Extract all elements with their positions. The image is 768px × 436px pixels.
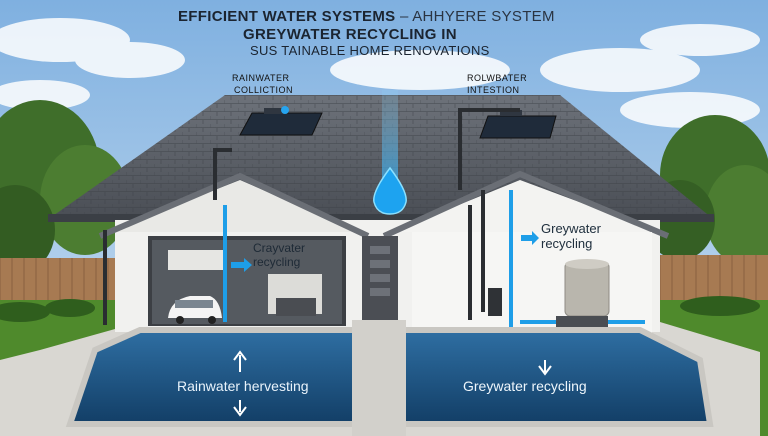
headline-line3: SUS TAINABLE HOME RENOVATIONS [250, 43, 490, 58]
label-roofwater: ROLWBATER [467, 73, 528, 83]
label-rainwater-harvesting: Rainwater hervesting [177, 378, 309, 394]
label-rainwater: RAINWATER [232, 73, 290, 83]
label-garage-recycling: Crayvater recycling [253, 241, 305, 269]
shrubs [0, 296, 760, 322]
pipes [103, 108, 520, 325]
headline-line1: EFFICIENT WATER SYSTEMS – AHHYERE SYSTEM [178, 8, 555, 25]
pool-left [70, 330, 360, 424]
car [168, 296, 222, 324]
garage-line2: recycling [253, 255, 301, 269]
arrows [233, 350, 552, 417]
arrow-right-icons [231, 231, 539, 272]
solar-panels [239, 106, 557, 139]
headline-rest: – AHHYERE SYSTEM [399, 8, 555, 25]
label-intestion: INTESTION [467, 85, 520, 95]
pool-right [402, 330, 710, 424]
headline-bold: EFFICIENT WATER SYSTEMS [178, 8, 396, 25]
walkway [352, 320, 406, 436]
greywater-line1: Greywater [541, 221, 601, 236]
label-greywater-recycling: Greywater recycling [541, 221, 601, 251]
greywater-line2: recycling [541, 236, 593, 251]
label-greywater-pool: Greywater recycling [463, 378, 587, 394]
headline-line2: GREYWATER RECYCLING IN [243, 26, 457, 43]
label-collection: COLLICTION [234, 85, 294, 95]
water-droplet-icon [373, 166, 407, 215]
garage-line1: Crayvater [253, 241, 306, 255]
